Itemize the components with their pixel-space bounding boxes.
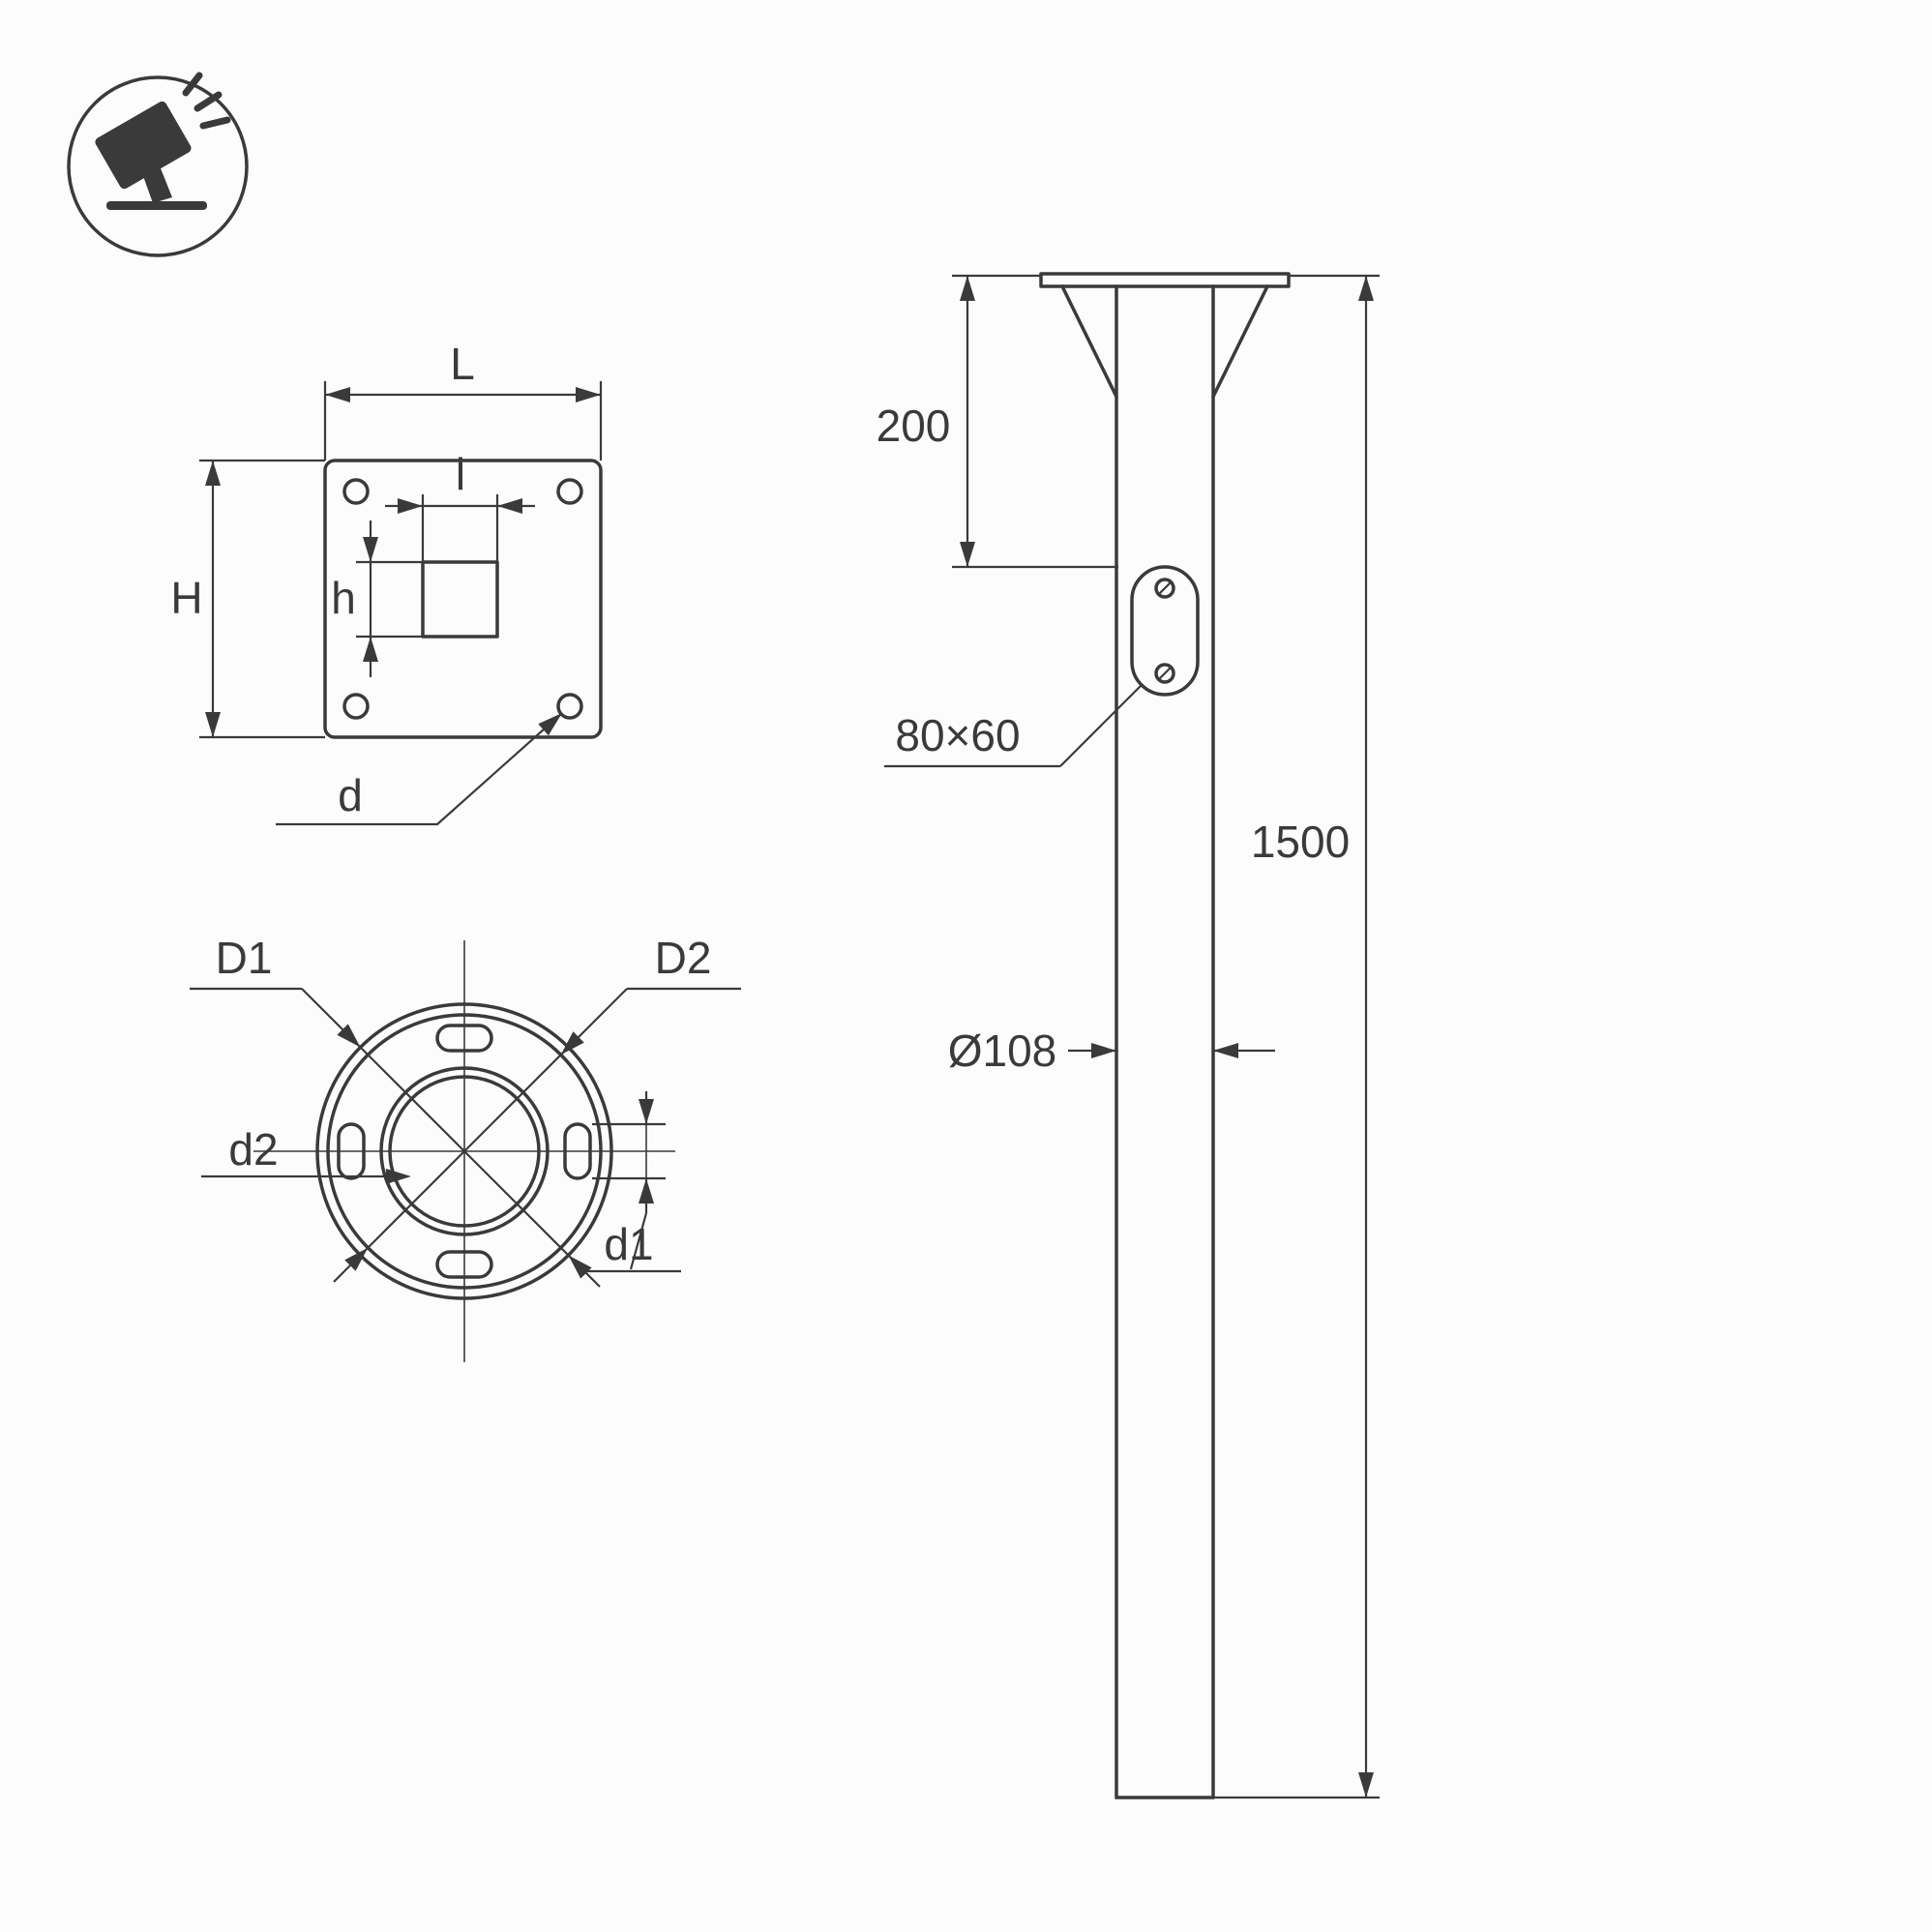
arrowhead xyxy=(497,498,522,514)
pole-side-view: 200 1500 Ø108 80×60 xyxy=(877,272,1380,1799)
flange-top-view: L H l h d xyxy=(170,339,603,826)
arrowhead xyxy=(205,712,221,737)
light-ray-icon xyxy=(199,116,231,130)
flange-bottom-view: D1 D2 d2 d1 xyxy=(190,933,741,1362)
label-D1: D1 xyxy=(216,933,273,983)
tube-outer-circle xyxy=(379,1066,550,1236)
leader-line-d xyxy=(276,712,563,826)
screw-slot xyxy=(1157,666,1173,681)
flange-plate-side xyxy=(1039,272,1291,288)
arrowhead xyxy=(325,387,350,402)
bolt-slot-left xyxy=(337,1122,366,1180)
floodlight-head xyxy=(95,101,192,190)
leader-line-80x60 xyxy=(1059,684,1143,767)
tilted-floodlight-icon xyxy=(67,72,249,257)
arrowhead xyxy=(639,1099,654,1124)
tube-inner-circle xyxy=(388,1075,541,1228)
arrowhead xyxy=(960,276,975,301)
arrowhead xyxy=(576,387,601,402)
second-circle xyxy=(326,1013,603,1290)
outer-circle xyxy=(315,1002,613,1300)
label-H: H xyxy=(170,573,202,623)
corner-hole xyxy=(556,478,583,505)
arrowhead xyxy=(568,1255,592,1279)
flange-plate-outline xyxy=(323,459,603,739)
bolt-slot-top xyxy=(435,1024,493,1053)
center-square-hole xyxy=(421,560,499,639)
arrowhead xyxy=(538,713,562,736)
screw-slot xyxy=(1157,580,1173,596)
arrowhead xyxy=(398,498,423,514)
corner-hole xyxy=(342,478,370,505)
icon-circle xyxy=(67,75,249,257)
leader-line-d1 xyxy=(629,1212,648,1270)
floodlight-base xyxy=(106,201,207,210)
arrowhead xyxy=(1213,1043,1238,1058)
label-dia108: Ø108 xyxy=(948,1025,1057,1076)
arrowhead xyxy=(363,537,378,562)
arrowhead xyxy=(1358,1772,1374,1798)
light-ray-icon xyxy=(193,91,223,112)
arrowhead xyxy=(337,1024,361,1048)
arrowhead xyxy=(386,1169,411,1184)
access-hole-cover xyxy=(1130,565,1200,697)
label-80x60: 80×60 xyxy=(895,710,1020,760)
arrowhead xyxy=(344,1247,369,1271)
arrowhead xyxy=(1091,1043,1116,1058)
label-l: l xyxy=(456,449,465,499)
bolt-slot-right xyxy=(563,1122,592,1180)
label-1500: 1500 xyxy=(1251,817,1350,867)
screw-icon xyxy=(1154,663,1175,684)
arrowhead xyxy=(1358,276,1374,301)
label-L: L xyxy=(450,339,475,389)
corner-hole xyxy=(556,693,583,720)
label-d1: d1 xyxy=(604,1219,653,1269)
gusset-left xyxy=(1060,284,1118,399)
light-ray-icon xyxy=(182,72,203,97)
screw-icon xyxy=(1154,578,1175,599)
arrowhead xyxy=(205,461,221,486)
bolt-slot-bottom xyxy=(435,1250,493,1279)
label-200: 200 xyxy=(877,401,951,451)
arrowhead xyxy=(560,1031,584,1055)
arrowhead xyxy=(639,1178,654,1204)
floodlight-stem xyxy=(143,168,172,203)
corner-hole xyxy=(342,693,370,720)
label-d: d xyxy=(338,770,363,820)
arrowhead xyxy=(960,542,975,567)
label-h: h xyxy=(331,573,356,623)
label-d2: d2 xyxy=(228,1124,278,1174)
arrowhead xyxy=(363,637,378,662)
label-D2: D2 xyxy=(655,933,712,983)
gusset-right xyxy=(1211,284,1269,399)
